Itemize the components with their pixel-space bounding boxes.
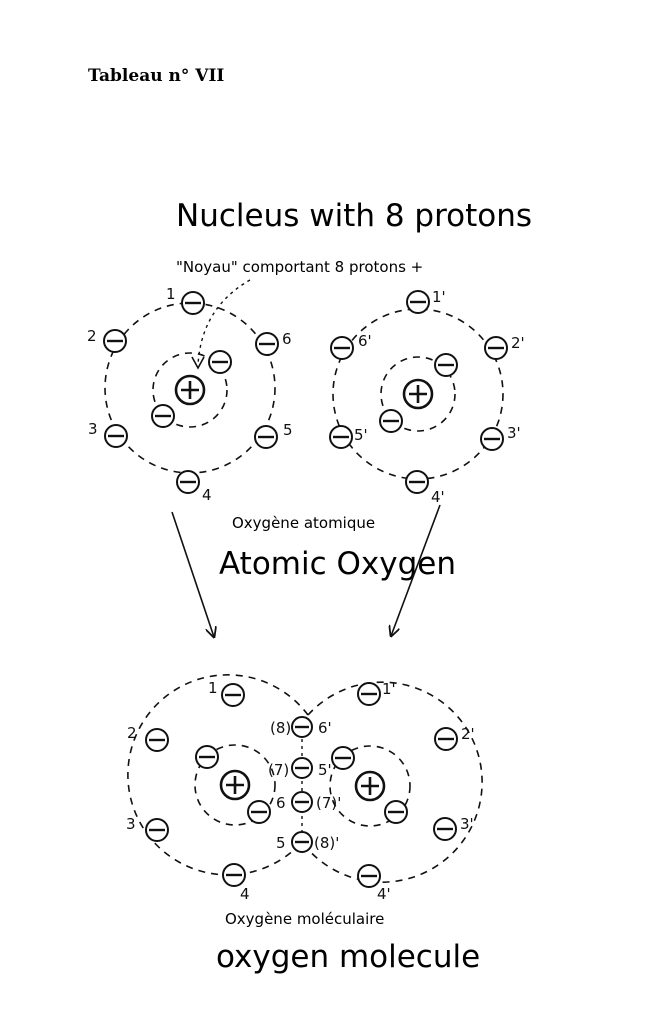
electron-label: 3'	[460, 815, 474, 833]
electron	[434, 727, 458, 751]
molecular-oxygen-fr-label: Oxygène moléculaire	[225, 910, 384, 928]
electron	[331, 746, 355, 770]
oxygen-molecule-caption: oxygen molecule	[216, 939, 480, 975]
atomic-oxygen-caption: Atomic Oxygen	[219, 546, 456, 582]
electron	[480, 427, 504, 451]
electron-label: 2'	[461, 725, 475, 743]
electron	[208, 350, 232, 374]
electron-label: 4'	[377, 885, 391, 903]
electron-label: 1'	[382, 680, 396, 698]
electron-label: 3	[88, 420, 98, 438]
bonding-electron	[291, 831, 313, 853]
electron	[176, 470, 200, 494]
electron	[181, 291, 205, 315]
bond-label: 5'	[318, 761, 332, 779]
electron-label: 3'	[507, 424, 521, 442]
electron	[379, 409, 403, 433]
electron-label: 2'	[511, 334, 525, 352]
nucleus	[174, 374, 206, 406]
inner-orbit	[380, 356, 456, 432]
inner-orbit	[152, 352, 228, 428]
electron	[145, 728, 169, 752]
electron-label: 4	[240, 885, 250, 903]
electron-label: 5	[283, 421, 293, 439]
electron-label: 5'	[354, 426, 368, 444]
electron	[433, 817, 457, 841]
electron-label: 2	[87, 327, 97, 345]
nucleus-left	[219, 769, 251, 801]
nucleus	[402, 378, 434, 410]
arrow-left-to-molecule	[171, 511, 214, 637]
electron-label: 2	[127, 724, 137, 742]
bond-label: 6'	[318, 719, 332, 737]
electron-labels-layer: 1 2 3 4 5 6 1' 2' 3' 4' 5' 6' 1 2 3 4 1' 2' 3' 4' (8) 6' (7) 5'…	[87, 285, 525, 903]
electron	[145, 818, 169, 842]
electron	[103, 329, 127, 353]
electron-label: 1	[208, 679, 218, 697]
molecule-left-inner-orbit	[194, 744, 276, 826]
electron	[384, 800, 408, 824]
electron-label: 4	[202, 486, 212, 504]
electron	[254, 425, 278, 449]
electron-label: 4'	[431, 488, 445, 506]
electron	[222, 863, 246, 887]
molecule	[127, 674, 483, 883]
electron-label: 6'	[358, 332, 372, 350]
bond-label: (7)	[268, 761, 289, 779]
molecule-right-outer-orbit	[301, 681, 483, 883]
electrons-layer	[103, 290, 508, 888]
electron	[484, 336, 508, 360]
bonding-electron	[291, 716, 313, 738]
atom-right	[332, 308, 504, 480]
electron	[434, 353, 458, 377]
electron	[330, 336, 354, 360]
electron	[247, 800, 271, 824]
electron	[221, 683, 245, 707]
nucleus-caption: Nucleus with 8 protons	[176, 198, 532, 234]
molecule-right-inner-orbit	[329, 745, 411, 827]
nucleus-right	[354, 770, 386, 802]
table-label: Tableau n° VII	[88, 66, 224, 86]
bond-label: (7)'	[316, 794, 341, 812]
arrow-right-to-molecule	[391, 504, 441, 636]
electron	[255, 332, 279, 356]
electron	[357, 682, 381, 706]
electron-label: 6	[282, 330, 292, 348]
bond-label: 5	[276, 834, 286, 852]
noyau-label: "Noyau" comportant 8 protons +	[176, 258, 423, 276]
electron	[104, 424, 128, 448]
electron	[406, 290, 430, 314]
electron-label: 1'	[432, 288, 446, 306]
electron	[357, 864, 381, 888]
electron	[405, 470, 429, 494]
electron	[195, 745, 219, 769]
bond-label: (8)	[270, 719, 291, 737]
atomic-oxygen-fr-label: Oxygène atomique	[232, 514, 375, 532]
electron-label: 1	[166, 285, 176, 303]
electron	[329, 425, 353, 449]
bonding-electron	[291, 757, 313, 779]
atom-left	[104, 302, 276, 474]
electron-label: 3	[126, 815, 136, 833]
noyau-pointer-arrowhead	[191, 356, 205, 370]
bonding-electron	[291, 791, 313, 813]
electron	[151, 404, 175, 428]
bond-label: (8)'	[314, 834, 339, 852]
bond-label: 6	[276, 794, 286, 812]
